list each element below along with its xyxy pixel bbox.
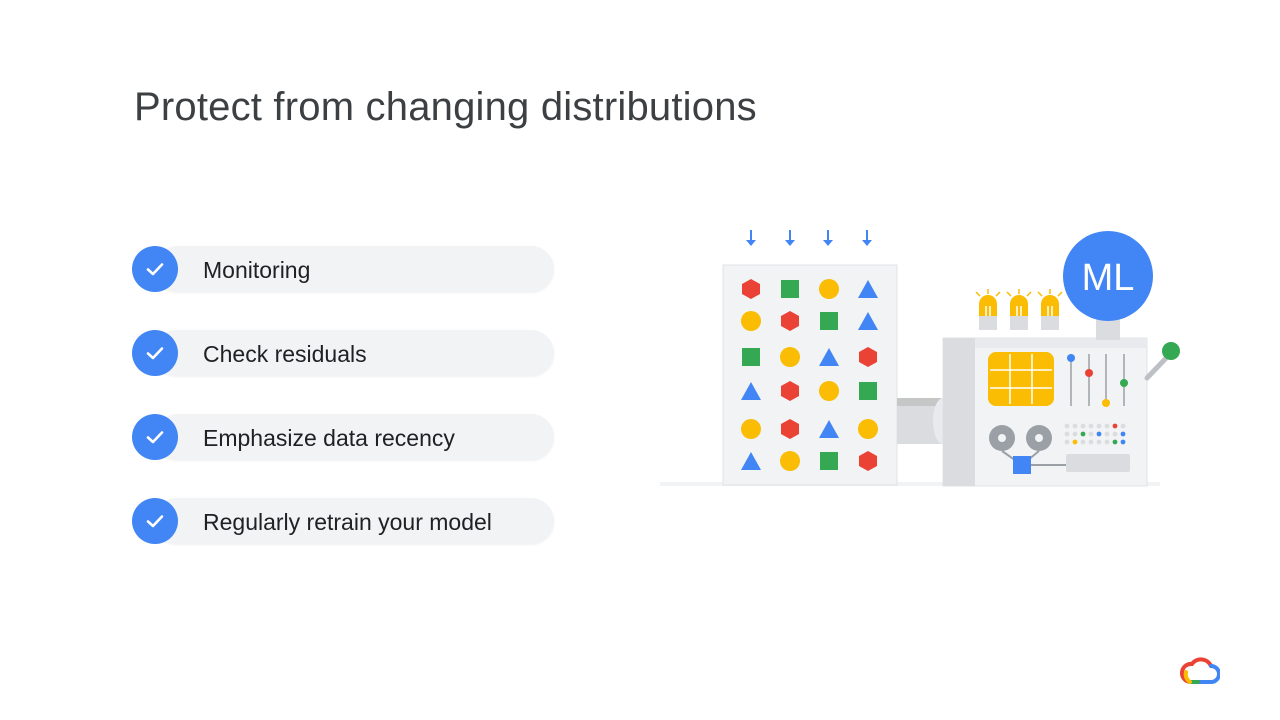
check-icon xyxy=(132,330,178,376)
ml-badge-label: ML xyxy=(1082,257,1135,299)
list-item-label: Emphasize data recency xyxy=(203,425,455,451)
tape-reels-icon xyxy=(989,425,1070,474)
data-hopper xyxy=(722,264,898,486)
list-item-pill xyxy=(154,498,554,544)
lever-icon xyxy=(1144,342,1180,381)
page-title: Protect from changing distributions xyxy=(134,85,757,129)
list-item-label: Monitoring xyxy=(203,257,311,283)
ml-machine-illustration: ML xyxy=(660,230,1180,487)
slider-controls-icon xyxy=(1067,354,1128,407)
list-item: Regularly retrain your model xyxy=(132,498,556,546)
check-icon xyxy=(132,246,178,292)
input-arrows-icon xyxy=(746,230,872,246)
google-cloud-logo-icon xyxy=(1180,657,1220,684)
chip-panel-icon xyxy=(988,352,1054,406)
list-item-label: Regularly retrain your model xyxy=(203,509,492,535)
check-icon xyxy=(132,498,178,544)
data-shapes-grid xyxy=(741,279,878,471)
list-item-pill xyxy=(154,246,554,292)
list-item-pill xyxy=(154,414,554,460)
list-item-pill xyxy=(154,330,554,376)
list-item-label: Check residuals xyxy=(203,341,367,367)
connector-pipe xyxy=(897,398,953,444)
list-item: Check residuals xyxy=(132,330,556,378)
list-item: Emphasize data recency xyxy=(132,414,556,462)
ml-badge: ML xyxy=(1063,231,1153,340)
checklist: Monitoring Check residuals Emphasize dat… xyxy=(132,246,556,582)
check-icon xyxy=(132,414,178,460)
light-bulbs-icon xyxy=(975,289,1063,330)
indicator-dots-icon xyxy=(1064,423,1130,472)
list-item: Monitoring xyxy=(132,246,556,294)
